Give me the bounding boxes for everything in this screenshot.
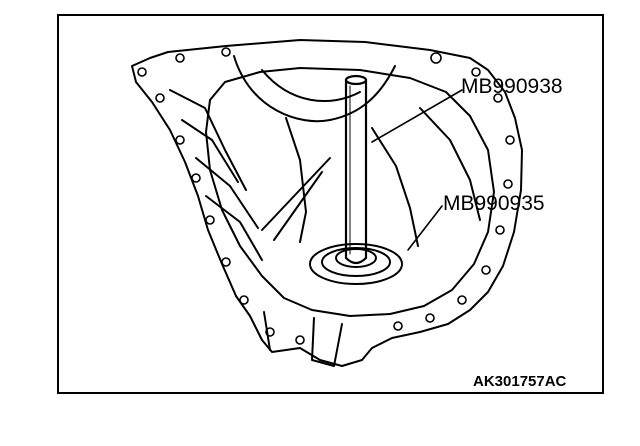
case-flange-outline bbox=[131, 39, 523, 367]
figure-code: AK301757AC bbox=[473, 373, 567, 390]
bolt-holes bbox=[137, 47, 515, 345]
callout-mb990938: MB990938 bbox=[461, 75, 563, 98]
inner-bore-edge bbox=[205, 67, 495, 317]
drift-handle-rod bbox=[344, 78, 368, 265]
leader-mb990938 bbox=[371, 89, 463, 143]
figure-frame bbox=[57, 14, 604, 394]
interior-rib bbox=[169, 89, 247, 191]
leader-mb990935 bbox=[407, 205, 443, 251]
installer-ring-outer bbox=[309, 243, 403, 285]
upper-housing bbox=[233, 55, 396, 123]
callout-mb990935: MB990935 bbox=[443, 192, 545, 215]
